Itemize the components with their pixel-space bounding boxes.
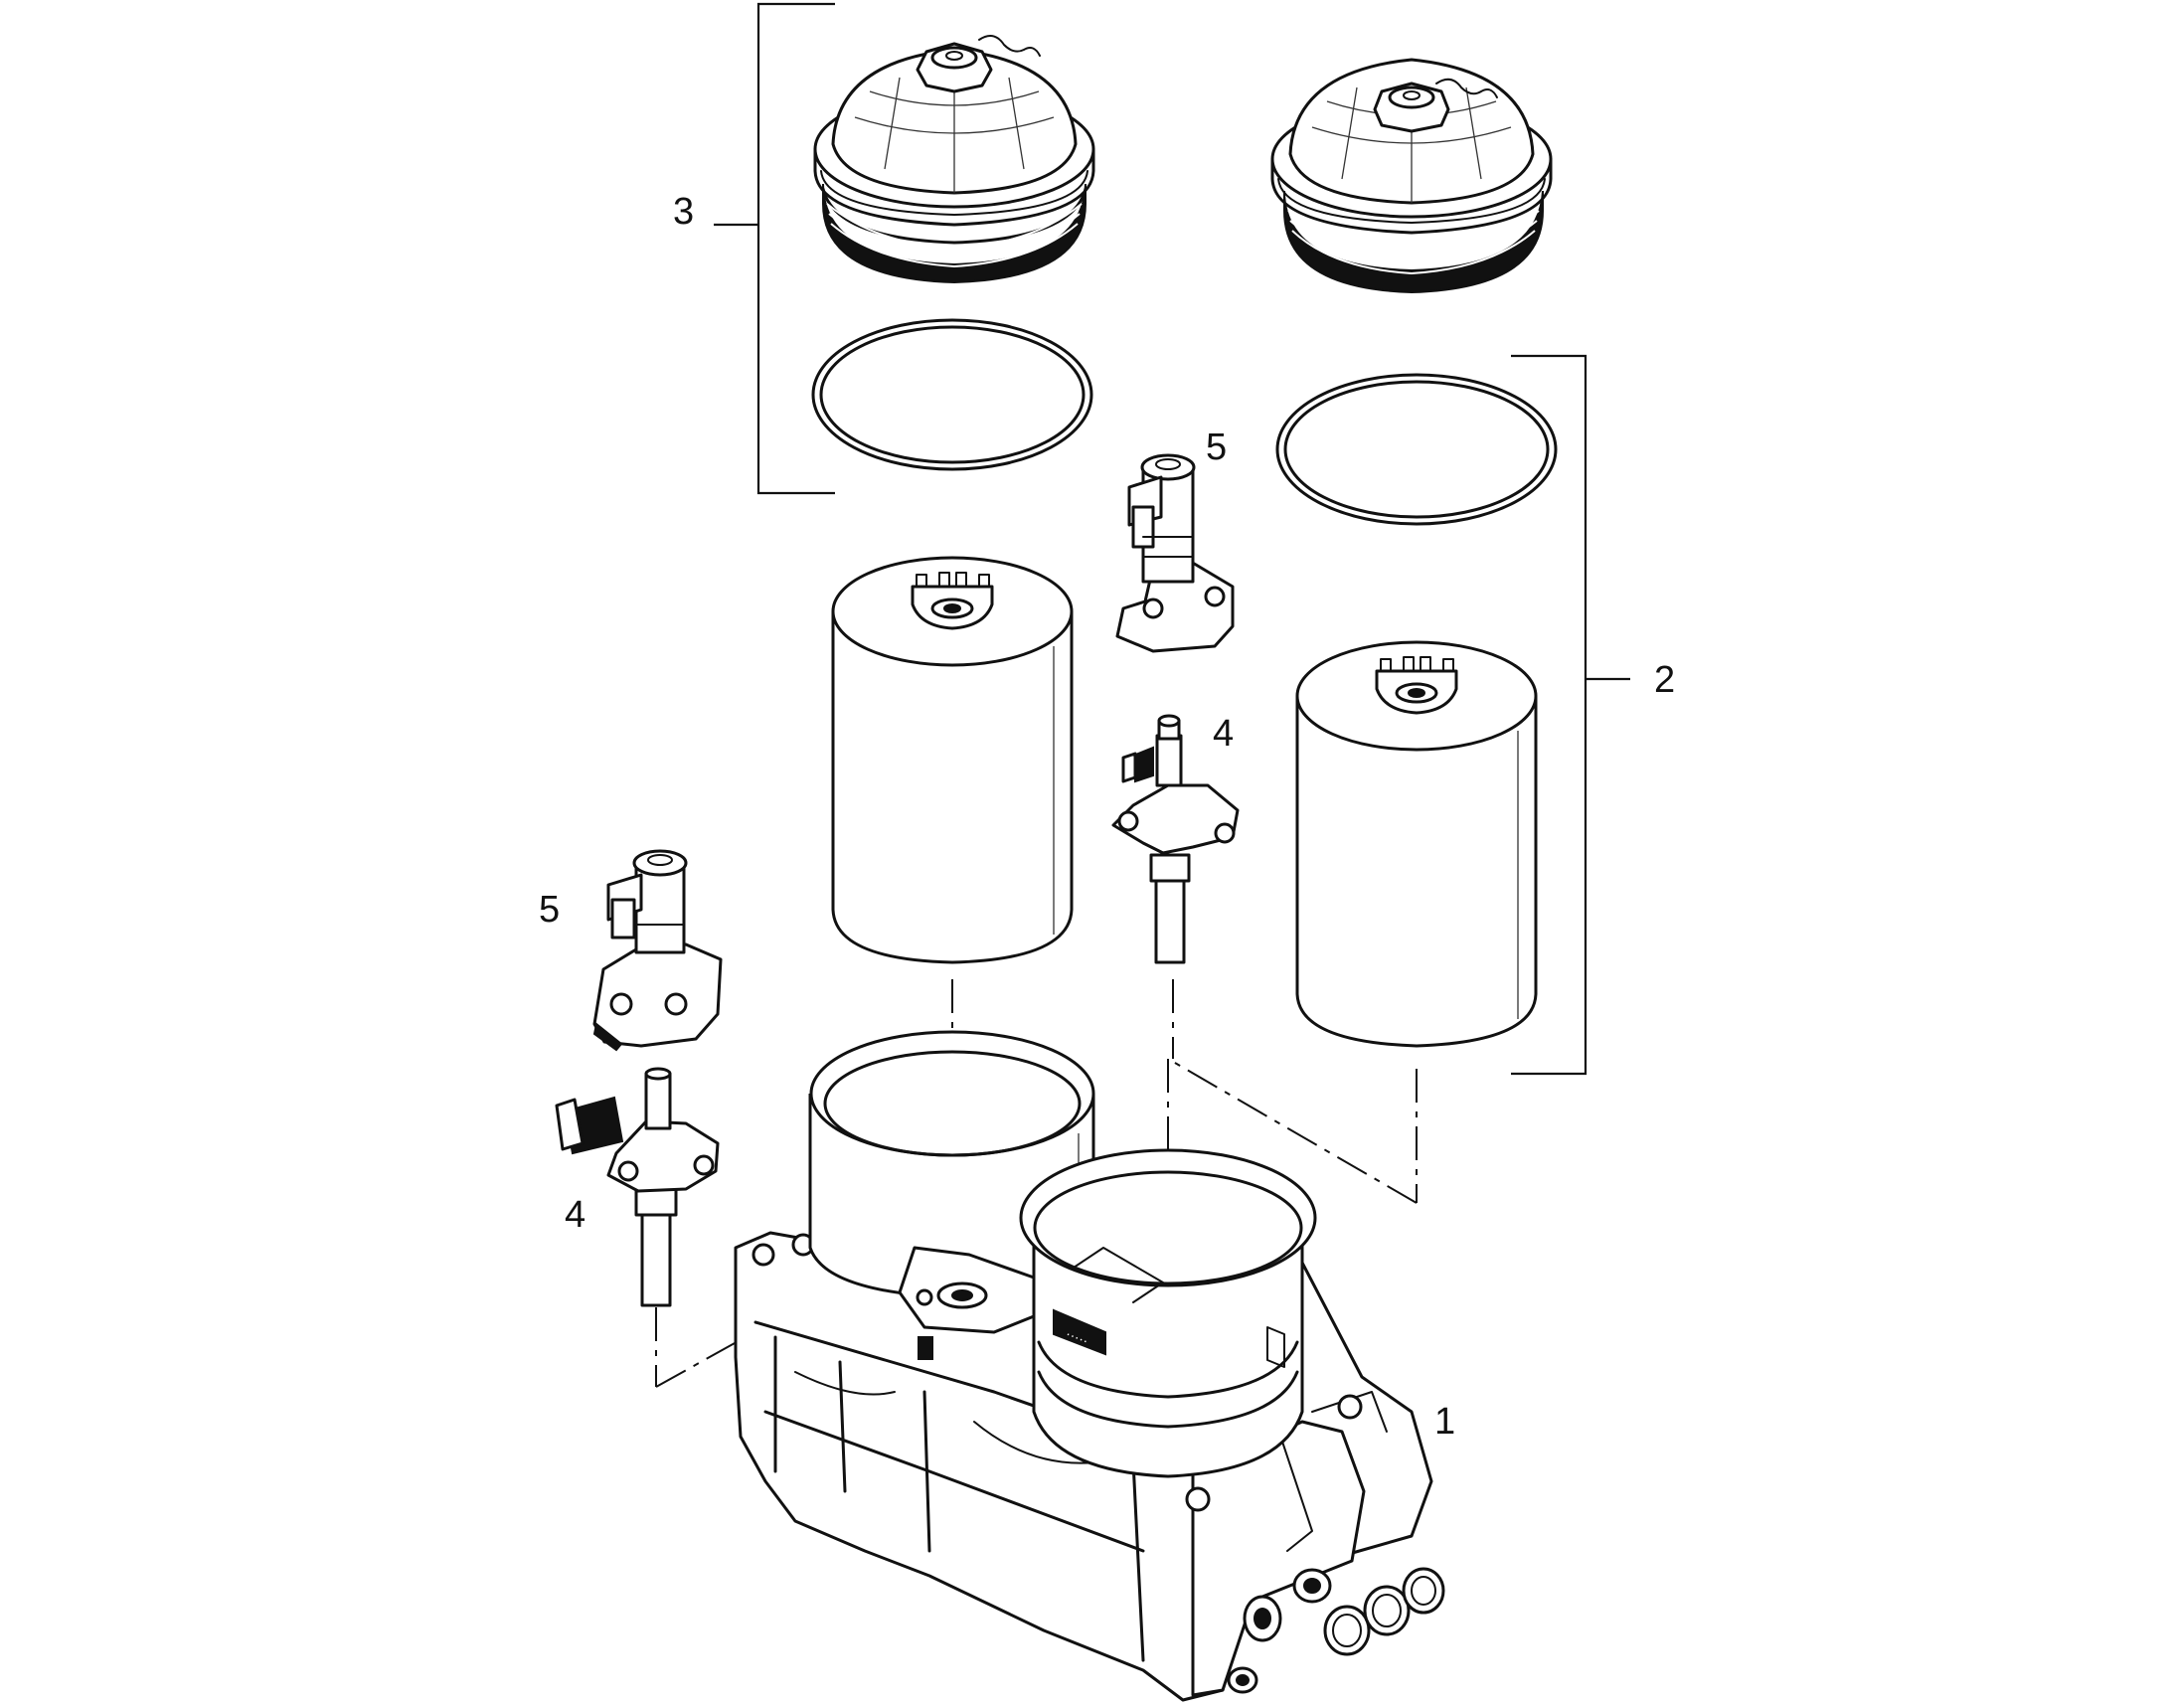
sensor-5-center xyxy=(1115,453,1235,653)
callout-4-center: 4 xyxy=(1213,713,1234,755)
bracket-3 xyxy=(714,2,835,495)
filter-element-right xyxy=(1295,640,1538,1048)
sensor-4-left xyxy=(555,1067,720,1307)
callout-1: 1 xyxy=(1434,1401,1455,1443)
o-ring-right xyxy=(1275,373,1558,526)
filter-element-left xyxy=(831,556,1074,964)
o-ring-left xyxy=(811,318,1093,471)
bracket-2 xyxy=(1511,354,1630,1076)
sensor-4-center xyxy=(1111,714,1240,964)
callout-5-left: 5 xyxy=(539,889,560,931)
callout-3: 3 xyxy=(673,191,694,233)
sensor-5-left xyxy=(592,849,723,1052)
filter-cap-right xyxy=(1270,58,1553,294)
callout-5-center: 5 xyxy=(1206,427,1227,468)
filter-housing: ····· xyxy=(734,1030,1445,1702)
filter-cap-left xyxy=(813,35,1095,284)
callout-2: 2 xyxy=(1654,659,1675,701)
callout-4-left: 4 xyxy=(565,1194,585,1236)
